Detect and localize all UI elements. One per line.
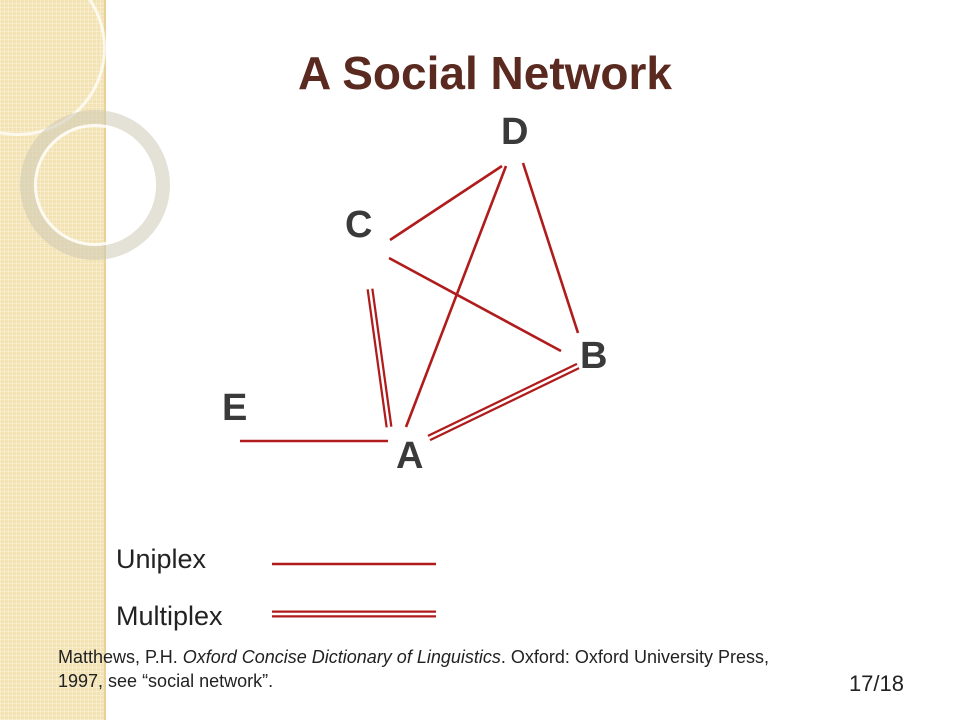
node-c-label: C: [345, 204, 373, 246]
edge-c-b-uniplex: [388, 256, 562, 353]
page-number: 17/18: [848, 671, 904, 696]
node-a-label: A: [396, 435, 424, 477]
legend-lines: [272, 562, 436, 618]
edge-c-a-multiplex-inner: [368, 288, 391, 428]
node-e-label: E: [222, 387, 248, 429]
citation-author: Matthews, P.H.: [58, 647, 178, 667]
edge-a-b-multiplex: [427, 362, 580, 442]
edge-c-a-multiplex: [366, 288, 393, 428]
edge-a-b-multiplex-inner: [428, 364, 579, 440]
legend-multiplex-label: Multiplex: [116, 601, 223, 631]
slide-title: A Social Network: [297, 47, 673, 99]
citation-work: Oxford Concise Dictionary of Linguistics: [182, 647, 501, 667]
edges-layer: [240, 162, 580, 443]
citation: Matthews, P.H. Oxford Concise Dictionary…: [58, 645, 918, 693]
citation-period: .: [500, 647, 506, 667]
node-d-label: D: [501, 111, 529, 153]
legend-uniplex-label: Uniplex: [116, 544, 207, 574]
edge-b-d-uniplex: [521, 162, 580, 334]
node-b-label: B: [580, 335, 608, 377]
edge-a-d-uniplex: [404, 165, 508, 428]
edge-c-d-uniplex: [389, 164, 503, 242]
citation-rest: 1997, see “social network”.: [58, 671, 274, 691]
citation-publisher: Oxford: Oxford University Press,: [510, 647, 769, 667]
